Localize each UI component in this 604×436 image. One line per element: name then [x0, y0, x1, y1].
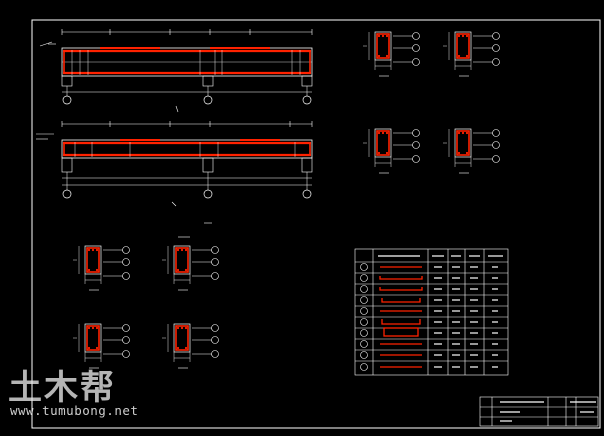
schedule-row-markers: [360, 263, 368, 371]
title-block: [479, 396, 599, 427]
schedule-text-marks: [378, 255, 503, 368]
rebar-schedule-table: [354, 248, 509, 376]
watermark-brand: 土木帮: [8, 368, 116, 408]
section-4: [442, 128, 501, 174]
watermark-logo: 土木帮: [8, 360, 116, 409]
beam-elevation-1: [39, 29, 313, 113]
title-block-text-marks: [500, 401, 596, 422]
section-5: [72, 245, 131, 291]
beam-elevation-2: [36, 121, 313, 207]
section-6: [161, 245, 220, 291]
section-1: [362, 31, 421, 77]
section-8: [161, 323, 220, 369]
section-3: [362, 128, 421, 174]
section-2: [442, 31, 501, 77]
schedule-bar-shapes: [379, 266, 423, 368]
sheet-border: [31, 19, 601, 429]
watermark-url: www.tumubong.net: [10, 403, 139, 418]
